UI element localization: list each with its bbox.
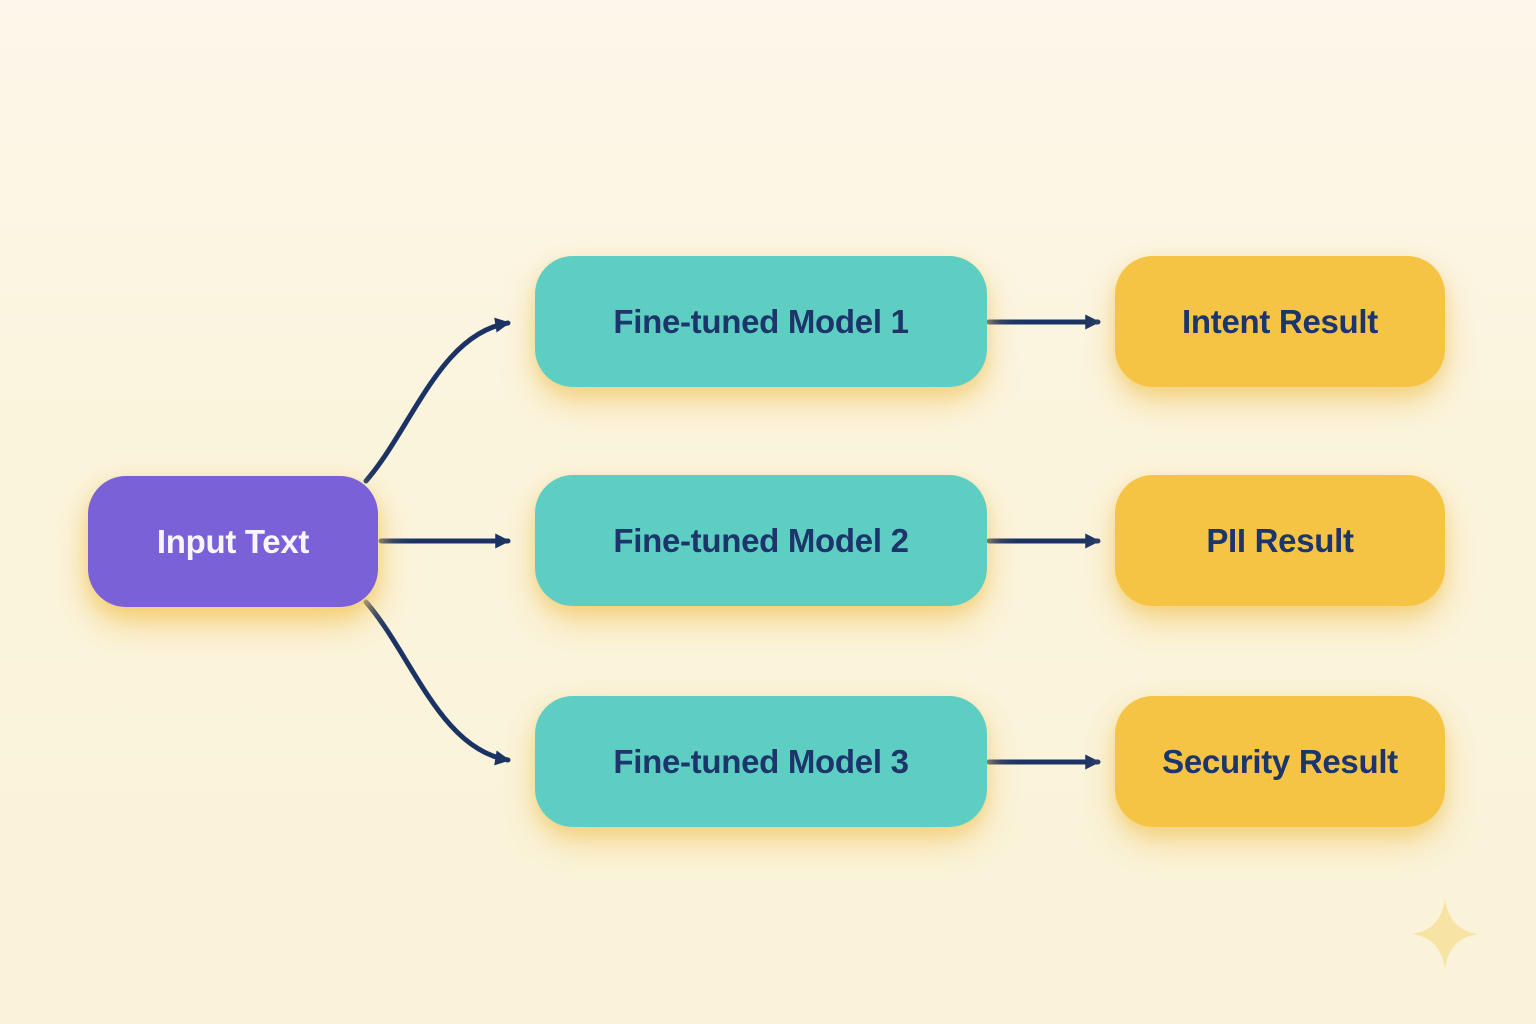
node-intent-result-label: Intent Result (1182, 302, 1378, 340)
sparkle-icon (1412, 899, 1478, 969)
arrow-input-to-model1 (363, 317, 511, 484)
node-fine-tuned-model-2-label: Fine-tuned Model 2 (613, 521, 909, 559)
node-pii-result: PII Result (1115, 475, 1445, 606)
node-pii-result-label: PII Result (1206, 521, 1354, 559)
node-intent-result: Intent Result (1115, 256, 1445, 387)
node-security-result-label: Security Result (1162, 742, 1398, 780)
node-input-text: Input Text (88, 476, 378, 607)
node-fine-tuned-model-3-label: Fine-tuned Model 3 (613, 742, 909, 780)
node-input-text-label: Input Text (156, 522, 310, 560)
node-fine-tuned-model-1: Fine-tuned Model 1 (535, 256, 987, 387)
node-fine-tuned-model-2: Fine-tuned Model 2 (535, 475, 987, 606)
arrow-input-to-model3 (363, 599, 511, 766)
node-fine-tuned-model-3: Fine-tuned Model 3 (535, 696, 987, 827)
node-fine-tuned-model-1-label: Fine-tuned Model 1 (613, 302, 909, 340)
node-security-result: Security Result (1115, 696, 1445, 827)
